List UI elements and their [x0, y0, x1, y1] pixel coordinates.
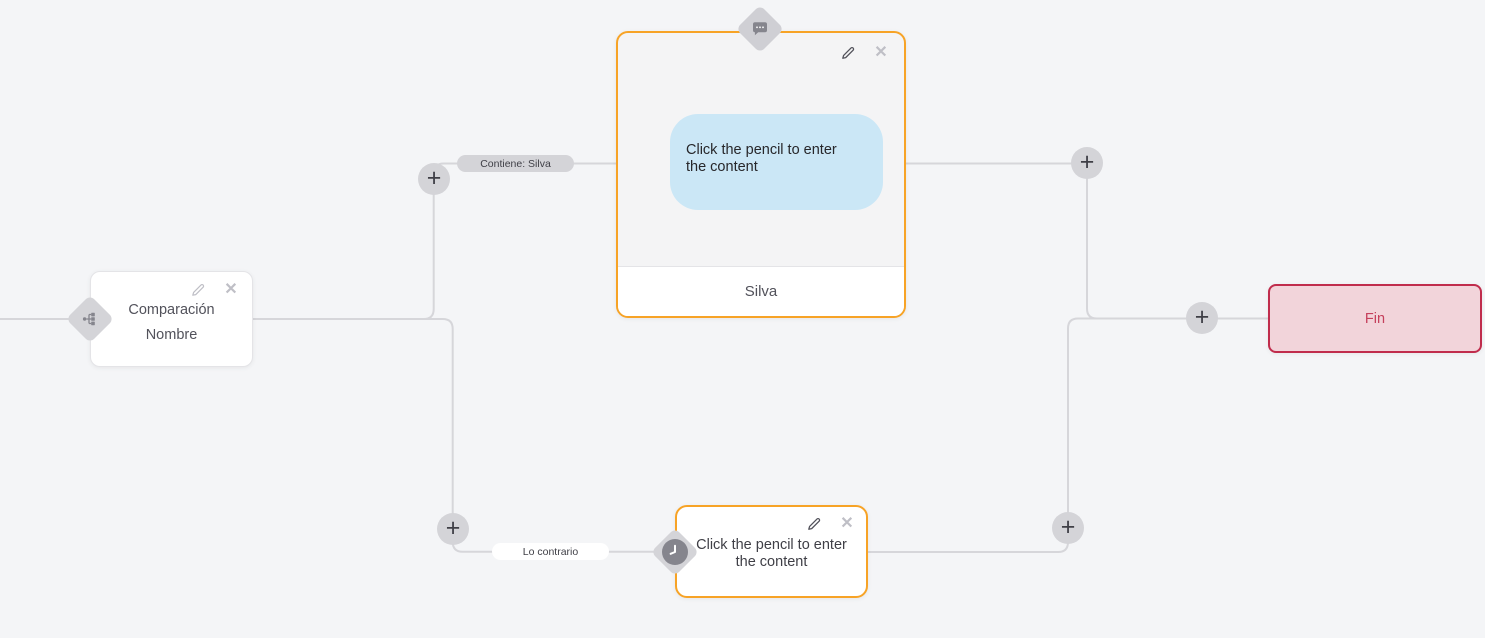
plus-icon: + [1194, 302, 1210, 331]
edge-message-out [905, 162, 1269, 320]
close-icon[interactable]: ✕ [874, 44, 888, 61]
edge-label-condition-true: Contiene: Silva [457, 155, 574, 172]
message-node[interactable]: ✕ Click the pencil to enter the content … [616, 31, 906, 318]
condition-node-title: Comparación Nombre [91, 298, 252, 348]
message-placeholder-text: Click the pencil to enter the content [686, 142, 837, 175]
message-node-footer: Silva [618, 266, 904, 316]
condition-input-port[interactable] [65, 294, 115, 344]
add-node-button-bottom-right[interactable]: + [1052, 512, 1084, 544]
edge-condition-false [253, 318, 676, 553]
edit-pencil-icon[interactable] [805, 515, 823, 533]
end-node[interactable]: Fin [1268, 284, 1482, 353]
end-node-label: Fin [1364, 310, 1386, 327]
edit-pencil-icon[interactable] [189, 281, 207, 299]
add-node-button-top-left[interactable]: + [418, 163, 450, 195]
message-input-port[interactable] [735, 4, 785, 54]
delay-node[interactable]: ✕ Click the pencil to enter the content [675, 505, 868, 598]
add-node-button-top-right[interactable]: + [1071, 147, 1103, 179]
plus-icon: + [1060, 512, 1076, 541]
edge-label-condition-false: Lo contrario [492, 543, 609, 560]
edit-pencil-icon[interactable] [839, 44, 857, 62]
add-node-button-bottom-left[interactable]: + [437, 513, 469, 545]
chat-bubble-icon [751, 20, 769, 38]
message-preview-bubble: Click the pencil to enter the content [670, 114, 883, 210]
close-icon[interactable]: ✕ [840, 515, 854, 532]
delay-input-port[interactable] [650, 527, 700, 577]
condition-title-line2: Nombre [145, 327, 198, 343]
condition-title-line1: Comparación [128, 302, 215, 318]
delay-placeholder-text: Click the pencil to enter the content [696, 537, 847, 570]
close-icon[interactable]: ✕ [224, 281, 238, 298]
edge-delay-out [867, 317, 1269, 553]
branch-icon [82, 311, 98, 327]
add-node-button-before-end[interactable]: + [1186, 302, 1218, 334]
message-footer-label: Silva [744, 283, 778, 300]
clock-icon [662, 539, 688, 565]
plus-icon: + [445, 513, 461, 542]
plus-icon: + [1079, 147, 1095, 176]
condition-node[interactable]: ✕ Comparación Nombre [90, 271, 253, 367]
plus-icon: + [426, 163, 442, 192]
